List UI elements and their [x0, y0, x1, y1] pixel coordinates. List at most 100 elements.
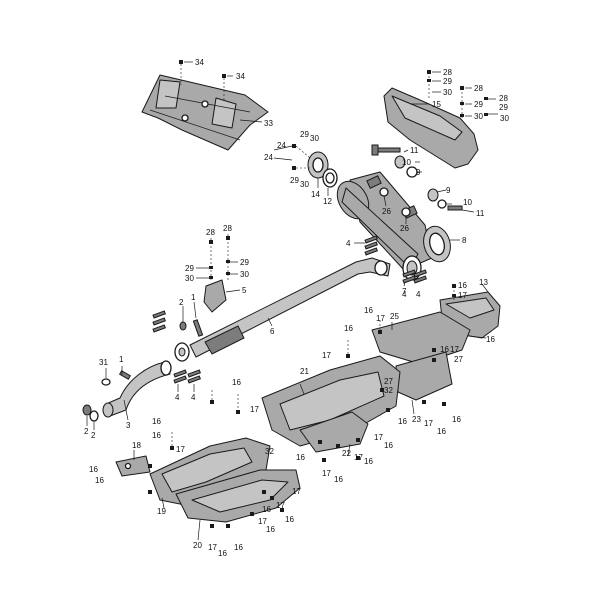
callout-29-c: 29: [499, 103, 508, 112]
callout-13: 13: [479, 278, 488, 287]
callout-24-b: 24: [264, 153, 273, 162]
callout-26-b: 26: [400, 224, 409, 233]
callout-8: 8: [462, 236, 467, 245]
callout-29-e: 29: [290, 176, 299, 185]
callout-29-d: 29: [300, 130, 309, 139]
callout-16-n: 16: [152, 417, 161, 426]
callout-10-b: 10: [463, 198, 472, 207]
callout-2-c: 2: [91, 431, 96, 440]
callout-29-a: 29: [443, 77, 452, 86]
callout-16-b: 16: [486, 335, 495, 344]
center-pipe-6: [174, 257, 391, 362]
heat-shield-plate-33: [141, 74, 269, 151]
callout-4-d: 4: [175, 393, 180, 402]
callout-28-a: 28: [443, 68, 452, 77]
callout-17-e: 17: [450, 345, 459, 354]
callout-16-l: 16: [334, 475, 343, 484]
callout-16-d: 16: [344, 324, 353, 333]
callout-19: 19: [157, 507, 166, 516]
callout-9-a: 9: [416, 168, 421, 177]
callout-17-j: 17: [176, 445, 185, 454]
callout-10-a: 10: [402, 158, 411, 167]
callout-29-b: 29: [474, 100, 483, 109]
callout-2-b: 2: [84, 427, 89, 436]
callout-17-g: 17: [374, 433, 383, 442]
callout-20: 20: [193, 541, 202, 550]
callout-16-v: 16: [234, 543, 243, 552]
callout-4-a: 4: [346, 239, 351, 248]
callout-16-h: 16: [452, 415, 461, 424]
callout-labels: 34 34 33 28 29 30 28 15 28 29 29 30 30 2…: [84, 58, 509, 558]
callout-2-a: 2: [179, 298, 184, 307]
callout-29-f: 29: [185, 264, 194, 273]
callout-28-e: 28: [223, 224, 232, 233]
callout-16-q: 16: [95, 476, 104, 485]
callout-17-k: 17: [292, 487, 301, 496]
callout-16-u: 16: [218, 549, 227, 558]
callout-30-g: 30: [240, 270, 249, 279]
front-pipe-3: [102, 360, 172, 418]
callout-24-a: 24: [277, 141, 286, 150]
rear-heat-shield-15: [383, 87, 479, 169]
callout-17-m: 17: [258, 517, 267, 526]
callout-18: 18: [132, 441, 141, 450]
callout-30-e: 30: [300, 180, 309, 189]
callout-32-b: 32: [265, 447, 274, 456]
callout-28-b: 28: [474, 84, 483, 93]
callout-4-e: 4: [191, 393, 196, 402]
callout-16-k: 16: [364, 457, 373, 466]
callout-21: 21: [300, 367, 309, 376]
callout-16-p: 16: [89, 465, 98, 474]
callout-16-j: 16: [384, 441, 393, 450]
callout-27-b: 27: [384, 377, 393, 386]
callout-30-f: 30: [185, 274, 194, 283]
callout-4-c: 4: [416, 290, 421, 299]
callout-6: 6: [270, 327, 275, 336]
callout-30-a: 30: [443, 88, 452, 97]
callout-17-h: 17: [322, 469, 331, 478]
callout-32-a: 32: [384, 386, 393, 395]
callout-28-d: 28: [206, 228, 215, 237]
callout-7: 7: [402, 287, 407, 296]
callout-17-a: 17: [458, 291, 467, 300]
callout-30-c: 30: [500, 114, 509, 123]
callout-22: 22: [342, 449, 351, 458]
callout-17-i: 17: [354, 453, 363, 462]
callout-30-b: 30: [474, 112, 483, 121]
callout-16-m: 16: [296, 453, 305, 462]
callout-16-s: 16: [285, 515, 294, 524]
shield-fasteners: [148, 284, 456, 528]
callout-16-o: 16: [152, 431, 161, 440]
muffler-assembly: [336, 171, 451, 271]
callout-16-a: 16: [458, 281, 467, 290]
callout-33: 33: [264, 119, 273, 128]
callout-17-n: 17: [208, 543, 217, 552]
callout-26-a: 26: [382, 207, 391, 216]
callout-16-c: 16: [364, 306, 373, 315]
callout-11-b: 11: [476, 209, 485, 218]
callout-9-b: 9: [446, 186, 451, 195]
callout-4-b: 4: [402, 290, 407, 299]
callout-17-c: 17: [322, 351, 331, 360]
callout-16-t: 16: [266, 525, 275, 534]
callout-11-a: 11: [410, 146, 419, 155]
callout-23: 23: [412, 415, 421, 424]
callout-28-c: 28: [499, 94, 508, 103]
callout-12: 12: [323, 197, 332, 206]
callout-17-l: 17: [276, 501, 285, 510]
callout-16-g: 16: [437, 427, 446, 436]
callout-3: 3: [126, 421, 131, 430]
callout-30-d: 30: [310, 134, 319, 143]
callout-16-r: 16: [262, 505, 271, 514]
callout-34-a: 34: [195, 58, 204, 67]
callout-16-f: 16: [440, 345, 449, 354]
callout-16-i: 16: [398, 417, 407, 426]
callout-14: 14: [311, 190, 320, 199]
callout-15: 15: [432, 100, 441, 109]
callout-17-b: 17: [376, 314, 385, 323]
callout-29-g: 29: [240, 258, 249, 267]
callout-16-e: 16: [232, 378, 241, 387]
callout-17-d: 17: [250, 405, 259, 414]
rubber-hanger-group-upper: [364, 235, 427, 284]
